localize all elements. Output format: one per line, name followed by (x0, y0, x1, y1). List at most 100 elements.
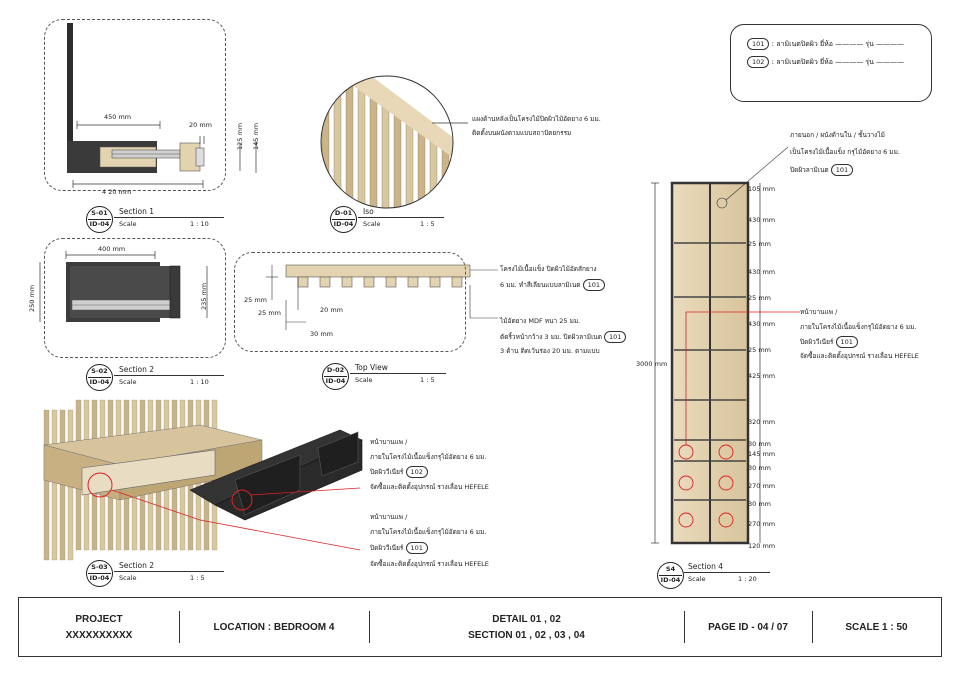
wall-slat (43, 409, 50, 561)
s04-dim-label: 425 mm (748, 372, 776, 380)
s04-note1-l3-row: ปิดผิวลามิเนต 101 (790, 164, 854, 176)
tb-project-value: XXXXXXXXXX (65, 629, 133, 641)
legend-text: : ลามิเนตปิดผิว ยี่ห้อ ———— รุ่น ———— (771, 40, 905, 48)
d02-title: Top View (355, 363, 388, 372)
s04-note1-l3: ปิดผิวลามิเนต (790, 166, 829, 174)
s01-dim-450: 450 mm (104, 113, 132, 121)
s03-note2-l1: หน้าบานแพ / (370, 513, 408, 521)
s04-note1-l1: ภายนอก / ผนังด้านใน / ชั้นวางไม้ (790, 131, 885, 139)
title-block: PROJECT XXXXXXXXXX LOCATION : BEDROOM 4 … (18, 597, 942, 657)
d01-title: Iso (363, 207, 374, 216)
d02-frame (234, 252, 466, 352)
s04-scale-label: Scale (688, 575, 706, 583)
s03-drawing (43, 399, 363, 561)
iso-slat (321, 76, 330, 208)
iso-slat (381, 99, 390, 208)
s04-tag: S4 ID-04 (657, 562, 684, 589)
tb-project-label: PROJECT (75, 613, 123, 625)
s03-note1-l3: ปิดผิววีเนียร์ (370, 468, 404, 476)
s02-frame (44, 238, 226, 358)
s03-title: Section 2 (119, 561, 155, 570)
s04-total: 3000 mm (636, 360, 668, 368)
d02-code-a: 101 (582, 279, 606, 291)
d02-code-b: 101 (604, 331, 627, 343)
s03-scale: 1 : 5 (190, 574, 205, 582)
iso-slat (333, 76, 342, 208)
s04-dim-label: 270 mm (748, 482, 776, 490)
d01-scale-label: Scale (363, 220, 381, 228)
d01-note-1: แผงด้านหลังเป็นโครงไม้ปิดผิวไม้อัดยาง 6 … (472, 115, 601, 123)
d02-scale: 1 : 5 (420, 376, 435, 384)
s02-tag: S-02 ID-04 (86, 364, 113, 391)
tb-detail-text: DETAIL 01 , 02 (492, 613, 561, 625)
s04-note2-l1: หน้าบานแพ / (800, 308, 838, 316)
d01-note-2: ติดตั้งบนผนังตามแบบสถาปัตยกรรม (472, 129, 572, 137)
d02-dim-25: 25 mm (244, 296, 268, 304)
d02-note-b2: ตัดริ้วหน้ากว้าง 3 มม. ปิดผิวลามิเนต (500, 333, 602, 341)
tb-location: LOCATION : BEDROOM 4 (213, 621, 335, 633)
d01-scale: 1 : 5 (420, 220, 435, 228)
wall-slat (51, 409, 58, 561)
top-view-slat (363, 276, 375, 288)
d01-tag: D-01 ID-04 (330, 206, 357, 233)
s04-dim-label: 30 mm (748, 440, 772, 448)
s02-scale-label: Scale (119, 378, 137, 386)
s04-title: Section 4 (688, 562, 724, 571)
d02-note-b3: 3 ด้าน ติดเว้นร่อง 20 มม. ตามแบบ (500, 347, 600, 355)
top-view-slat (319, 276, 331, 288)
s02-drawing (39, 251, 208, 322)
d01-drawing (320, 75, 468, 209)
d02-note-a1: โครงไม้เนื้อแข็ง ปิดผิวไม้อัดสักยาง (500, 265, 597, 273)
s01-scale-label: Scale (119, 220, 137, 228)
iso-slat (369, 91, 378, 208)
s01-frame (44, 19, 226, 191)
s01-drawing (67, 23, 257, 188)
d02-dim-25b: 25 mm (258, 309, 282, 317)
s04-dim-label: 25 mm (748, 294, 772, 302)
s03-note2-l3-row: ปิดผิววีเนียร์ 101 (370, 542, 428, 554)
d02-dim-30: 30 mm (310, 330, 334, 338)
s02-scale: 1 : 10 (190, 378, 209, 386)
s04-dim-label: 30 mm (748, 500, 772, 508)
s03-scale-label: Scale (119, 574, 137, 582)
s03-note2-code: 101 (405, 542, 428, 554)
s02-dim-250: 250 mm (28, 284, 36, 312)
d02-drawing (266, 264, 498, 330)
s02-dim-235: 235 mm (200, 282, 208, 310)
s03-note1-l1: หน้าบานแพ / (370, 438, 408, 446)
s04-dim-label: 320 mm (748, 418, 776, 426)
s04-dim-label: 105 mm (748, 185, 776, 193)
d02-note-a2-row: 6 มม. ทำสีเลียนแบบลามิเนต 101 (500, 279, 606, 291)
top-view-slat (385, 276, 397, 288)
iso-slat (345, 76, 354, 208)
s01-dim-420: 4 20 mm (102, 188, 132, 196)
legend-text: : ลามิเนตปิดผิว ยี่ห้อ ———— รุ่น ———— (771, 58, 905, 66)
s01-dim-125: 125 mm (236, 122, 244, 150)
top-view-slat (429, 276, 441, 288)
s04-dim-label: 145 mm (748, 450, 776, 458)
s04-dim-label: 30 mm (748, 464, 772, 472)
tb-project: PROJECT XXXXXXXXXX (19, 598, 179, 656)
top-view-slat (451, 276, 463, 288)
legend-code: 102 (747, 56, 770, 68)
s03-note1-l2: ภายในโครงไม้เนื้อแข็งกรุไม้อัดยาง 6 มม. (370, 453, 487, 461)
s04-dim-label: 270 mm (748, 520, 776, 528)
d02-note-a2: 6 มม. ทำสีเลียนแบบลามิเนต (500, 281, 581, 289)
s04-note1-code: 101 (830, 164, 854, 176)
s04-dim-label: 25 mm (748, 346, 772, 354)
s04-note2-l2: ภายในโครงไม้เนื้อแข็งกรุไม้อัดยาง 6 มม. (800, 323, 917, 331)
s01-tag: S-01 ID-04 (86, 206, 113, 233)
s01-title: Section 1 (119, 207, 155, 216)
s03-note1-code: 102 (405, 466, 428, 478)
s02-title: Section 2 (119, 365, 155, 374)
s03-note1-l3-row: ปิดผิววีเนียร์ 102 (370, 466, 428, 478)
d02-note-b2-row: ตัดริ้วหน้ากว้าง 3 มม. ปิดผิวลามิเนต 101 (500, 331, 627, 343)
s04-dim-label: 25 mm (748, 240, 772, 248)
top-view-slat (407, 276, 419, 288)
s04-note2-l4: จัดซื้อและติดตั้งอุปกรณ์ รางเลื่อน HEFEL… (800, 352, 919, 360)
s03-note2-l4: จัดซื้อและติดตั้งอุปกรณ์ รางเลื่อน HEFEL… (370, 560, 489, 568)
material-legend: 101 : ลามิเนตปิดผิว ยี่ห้อ ———— รุ่น ———… (730, 24, 932, 102)
s04-dim-label: 430 mm (748, 216, 776, 224)
s01-scale: 1 : 10 (190, 220, 209, 228)
